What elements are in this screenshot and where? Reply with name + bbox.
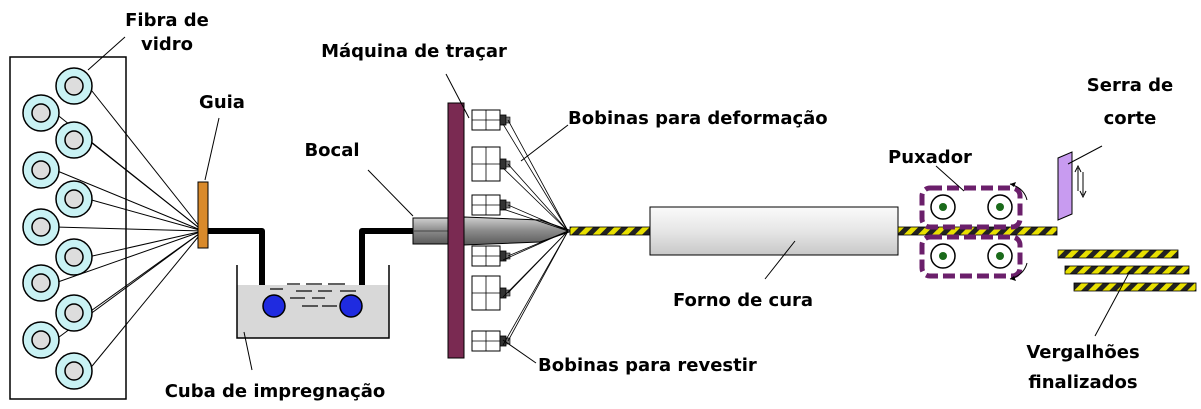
glass-fiber-spools — [22, 67, 93, 390]
resin-surface — [270, 283, 356, 307]
glass-fiber-spool — [55, 180, 93, 218]
bobbin-thread — [502, 230, 569, 298]
bobbin — [471, 275, 511, 311]
cutting-saw — [1057, 151, 1073, 221]
label-saw-line1: Serra de — [1087, 75, 1173, 96]
label-deformation-bobbins: Bobinas para deformação — [568, 108, 828, 129]
puller-top-belt — [919, 185, 1023, 230]
label-finished-line1: Vergalhões — [1026, 342, 1139, 363]
glass-fiber-spool — [22, 94, 60, 132]
bobbin-thread — [502, 208, 569, 232]
glass-fiber-spool — [55, 352, 93, 390]
bobbin-thread — [502, 123, 569, 232]
guide-plate — [197, 181, 209, 249]
label-saw-line2: corte — [1104, 108, 1157, 129]
label-fiber-line1: Fibra de — [125, 10, 209, 31]
label-coating-bobbins: Bobinas para revestir — [538, 355, 757, 376]
bobbin — [471, 146, 511, 182]
fiber-strand — [87, 198, 204, 232]
braiding-machine-plate — [447, 102, 465, 359]
glass-fiber-spool — [22, 208, 60, 246]
nozzle — [412, 217, 450, 245]
glass-fiber-spool — [55, 67, 93, 105]
glass-fiber-spool — [22, 264, 60, 302]
bobbin-thread — [502, 167, 569, 232]
braiding-cone — [463, 216, 574, 246]
immersion-roller-right — [339, 294, 363, 318]
bobbin-thread — [507, 163, 569, 232]
finished-rebar-3 — [1073, 282, 1197, 292]
puller-bottom-belt — [919, 234, 1023, 279]
fiber-creel — [9, 56, 204, 400]
fiber-strand — [54, 169, 204, 232]
labels: Fibra de vidro Guia Máquina de traçar Bo… — [125, 10, 1173, 402]
label-braiding-machine: Máquina de traçar — [321, 41, 507, 62]
glass-fiber-spool — [55, 294, 93, 332]
bobbin-thread — [507, 204, 569, 232]
bobbin-thread — [502, 230, 569, 261]
braiding-bobbins — [471, 109, 511, 352]
label-finished-line2: finalizados — [1028, 372, 1137, 393]
label-fiber-line2: vidro — [141, 34, 193, 55]
impregnation-tank — [236, 265, 390, 339]
label-curing-oven: Forno de cura — [673, 290, 813, 311]
bobbin-threads — [502, 119, 569, 346]
leader-lines — [87, 36, 1131, 371]
fiber-strand — [87, 230, 204, 372]
bobbin — [471, 194, 511, 216]
glass-fiber-spool — [22, 321, 60, 359]
puller — [919, 182, 1028, 281]
label-puller: Puxador — [888, 147, 972, 168]
fiber-strand — [87, 230, 204, 258]
bobbin-thread — [507, 119, 569, 232]
glass-fiber-spool — [55, 121, 93, 159]
rebar-segment-cone-to-oven — [569, 226, 653, 236]
bobbin — [471, 245, 511, 267]
fiber-strand — [87, 139, 204, 232]
label-impregnation-tank: Cuba de impregnação — [165, 381, 386, 402]
label-nozzle: Bocal — [304, 140, 359, 161]
fiber-strand — [87, 85, 204, 232]
puller-wheels — [930, 194, 1013, 269]
finished-rebar-1 — [1057, 249, 1179, 259]
bobbin — [471, 109, 511, 131]
curing-oven — [649, 206, 899, 256]
fiber-strand — [54, 226, 204, 232]
bobbin-thread — [502, 230, 569, 346]
finished-rebar-2 — [1064, 265, 1190, 275]
finished-rebars — [1057, 249, 1197, 292]
label-guide: Guia — [199, 92, 245, 113]
saw-motion-arrows — [1074, 164, 1087, 199]
immersion-roller-left — [262, 294, 286, 318]
glass-fiber-spool — [55, 238, 93, 276]
glass-fiber-spool — [22, 151, 60, 189]
